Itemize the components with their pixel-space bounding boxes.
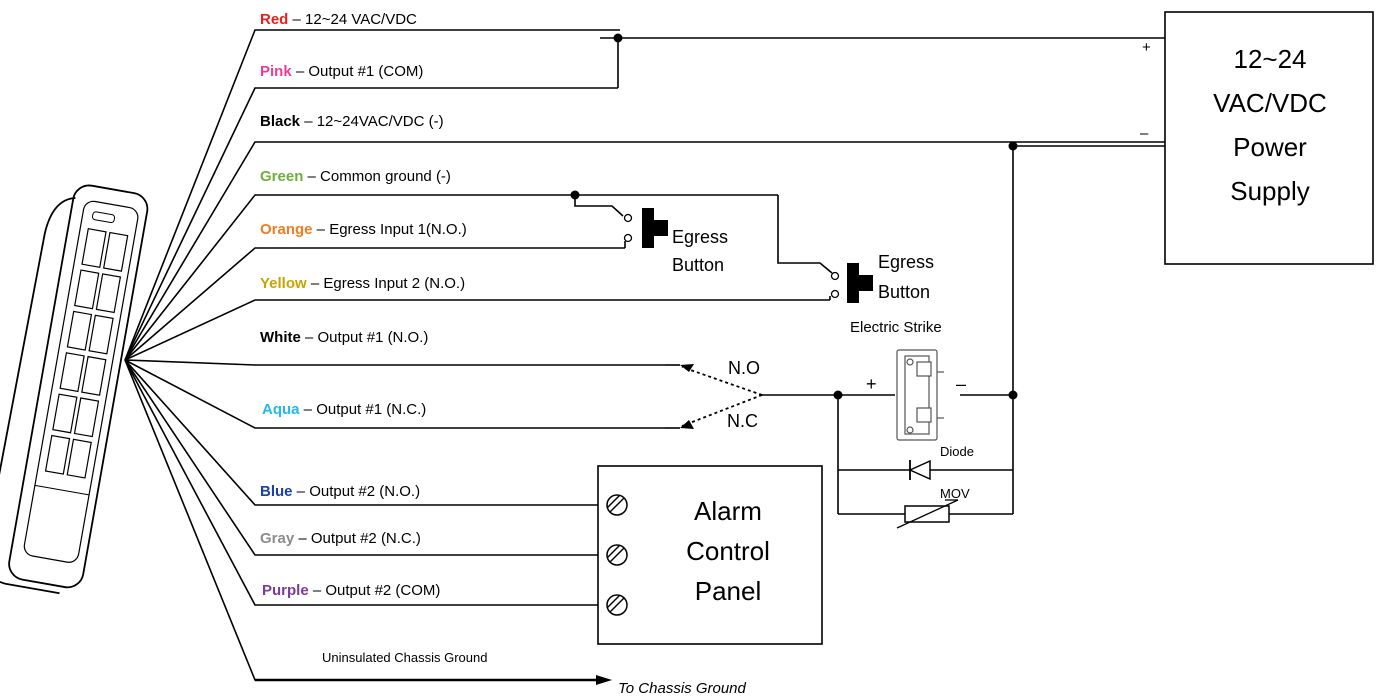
strike-plus-sign: +: [866, 374, 877, 394]
svg-text:Egress: Egress: [672, 227, 728, 247]
keypad-buttons: [44, 228, 129, 479]
alarm-panel-line: Panel: [695, 576, 762, 606]
relay-no-label: N.O: [728, 358, 760, 378]
mov: MOV: [896, 486, 970, 529]
relay-nc-label: N.C: [727, 411, 758, 431]
diode-icon: [908, 459, 931, 481]
power-plus-sign: +: [1142, 39, 1151, 56]
wire-label-pink: Pink – Output #1 (COM): [260, 63, 423, 80]
wire-label-gray: Gray – Output #2 (N.C.): [260, 530, 421, 547]
alarm-panel-line: Alarm: [694, 496, 762, 526]
power-supply-line: Power: [1233, 132, 1307, 162]
alarm-panel-line: Control: [686, 536, 770, 566]
terminal-screw-icon: [606, 594, 628, 616]
chassis-ground-label: Uninsulated Chassis Ground: [322, 650, 487, 665]
junction-dot: [1008, 141, 1018, 151]
egress-button-1: Egress Button: [623, 208, 728, 275]
wire-label-green: Green – Common ground (-): [260, 168, 451, 185]
mov-label: MOV: [940, 486, 970, 501]
svg-text:Button: Button: [672, 255, 724, 275]
wire-label-yellow: Yellow – Egress Input 2 (N.O.): [260, 275, 465, 292]
electric-strike-label: Electric Strike: [850, 319, 942, 336]
alarm-control-panel: Alarm Control Panel: [597, 465, 823, 645]
power-negative-net: [960, 145, 1165, 514]
wire-label-red: Red – 12~24 VAC/VDC: [260, 11, 417, 28]
power-positive-net: [600, 37, 1165, 88]
terminal-screw-icon: [606, 544, 628, 566]
wire-label-orange: Orange – Egress Input 1(N.O.): [260, 221, 467, 238]
power-minus-sign: –: [1140, 125, 1149, 142]
svg-text:Button: Button: [878, 282, 930, 302]
power-supply-line: Supply: [1230, 176, 1310, 206]
wire-label-white: White – Output #1 (N.O.): [260, 329, 428, 346]
wire-label-purple: Purple – Output #2 (COM): [262, 582, 440, 599]
strike-icon: [896, 349, 944, 441]
power-supply-line: VAC/VDC: [1213, 88, 1327, 118]
svg-text:Egress: Egress: [878, 252, 934, 272]
relay-contacts: N.O N.C: [665, 358, 895, 431]
diode: Diode: [908, 444, 974, 481]
junction-dot: [1008, 390, 1018, 400]
junction-dot: [570, 190, 580, 200]
wire-labels: Red – 12~24 VAC/VDC Pink – Output #1 (CO…: [260, 11, 747, 697]
wire-label-aqua: Aqua – Output #1 (N.C.): [262, 401, 426, 418]
egress-button-2: Egress Button: [830, 252, 934, 303]
push-button-icon: [642, 208, 668, 248]
push-button-icon: [847, 263, 873, 303]
chassis-ground-arrow-icon: [596, 675, 612, 685]
diode-label: Diode: [940, 444, 974, 459]
relay-arrow-icon: [680, 364, 694, 372]
electric-strike: Electric Strike + –: [850, 319, 966, 441]
junction-dot: [613, 33, 623, 43]
power-supply: 12~24 VAC/VDC Power Supply + –: [1140, 11, 1374, 265]
power-supply-line: 12~24: [1233, 44, 1306, 74]
wire-label-black: Black – 12~24VAC/VDC (-): [260, 113, 444, 130]
egress-circuit: [574, 194, 833, 300]
to-chassis-ground-label: To Chassis Ground: [618, 680, 747, 697]
keypad-reader: [0, 184, 149, 595]
relay-arrow-icon: [680, 420, 694, 429]
terminal-screw-icon: [606, 494, 628, 516]
wire-label-blue: Blue – Output #2 (N.O.): [260, 483, 420, 500]
strike-minus-sign: –: [956, 374, 966, 394]
